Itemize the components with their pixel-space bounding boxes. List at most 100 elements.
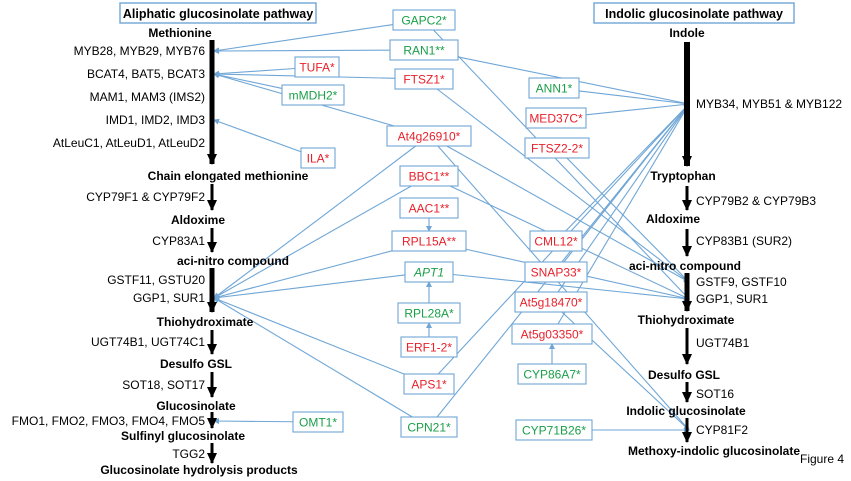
link-ann1-to-myb34 [578, 90, 690, 107]
gene-box-frame [397, 302, 461, 324]
aliphatic-ggp1: GGP1, SUR1 [133, 291, 205, 305]
gene-box-frame [514, 291, 588, 313]
gene-box-at4g26910: At4g26910* [386, 125, 472, 147]
gene-label-erf12: ERF1-2* [406, 341, 452, 355]
gene-box-frame [524, 261, 588, 283]
link-gapc2-to-ggp1_i [433, 29, 690, 300]
indolic-aldoxime: Aldoxime [646, 212, 700, 226]
link-at4g26910-to-cyp81f2 [437, 145, 690, 431]
gene-box-frame [511, 323, 593, 345]
gene-box-at5g18470: At5g18470* [514, 291, 588, 313]
gene-box-apt1: APT1 [404, 261, 454, 283]
aliphatic-hydrolysis: Glucosinolate hydrolysis products [100, 463, 298, 477]
link-bbc1-to-ggp1_a [213, 185, 412, 299]
gene-box-cpn21: CPN21* [400, 416, 458, 438]
aliphatic-myb: MYB28, MYB29, MYB76 [74, 44, 206, 58]
gene-box-cyp71b26: CYP71B26* [515, 419, 593, 441]
gene-box-mmdh2: mMDH2* [281, 84, 345, 106]
link-at5g18470-to-myb34 [557, 103, 690, 293]
gene-box-frame [524, 137, 590, 159]
gene-box-frame [528, 77, 580, 99]
indolic-ugt74b1: UGT74B1 [696, 336, 750, 350]
gene-label-ftsz22: FTSZ2-2* [531, 142, 583, 156]
indolic-desulfo: Desulfo GSL [648, 368, 720, 382]
aliphatic-tgg2: TGG2 [172, 447, 205, 461]
link-omt1-to-fmo [213, 418, 294, 425]
gene-label-cyp71b26: CYP71B26* [522, 424, 586, 438]
link-mmdh2-to-bcat [213, 72, 283, 89]
gene-box-frame [394, 68, 454, 90]
link-at4g26910-to-gstf9 [446, 145, 690, 283]
indolic-sot16: SOT16 [696, 387, 734, 401]
aliphatic-pathway-title-box [119, 2, 317, 24]
aliphatic-thiohydrox: Thiohydroximate [157, 315, 254, 329]
aliphatic-cyp79f: CYP79F1 & CYP79F2 [86, 190, 205, 204]
gene-box-ftsz22: FTSZ2-2* [524, 137, 590, 159]
gene-box-frame [389, 39, 459, 61]
aliphatic-gstf11: GSTF11, GSTU20 [107, 273, 205, 287]
gene-box-frame [392, 9, 456, 31]
gene-box-rpl28a: RPL28A* [397, 302, 461, 324]
gene-box-tufa: TUFA* [294, 56, 340, 78]
gene-box-frame [517, 363, 587, 385]
aliphatic-fmo: FMO1, FMO2, FMO3, FMO4, FMO5 [12, 414, 206, 428]
aliphatic-sot: SOT18, SOT17 [122, 378, 205, 392]
gene-label-gapc2: GAPC2* [401, 14, 447, 28]
link-cml12-to-myb34 [565, 103, 690, 232]
gene-box-frame [399, 165, 459, 187]
gene-label-ftsz1: FTSZ1* [403, 73, 445, 87]
gene-box-ran1: RAN1** [389, 39, 459, 61]
aliphatic-ugt: UGT74B1, UGT74C1 [91, 335, 205, 349]
gene-box-frame [403, 373, 455, 395]
gene-label-apt1: APT1 [413, 266, 444, 280]
figure-label: Figure 4 [800, 452, 844, 466]
gene-label-mmdh2: mMDH2* [289, 89, 338, 103]
gene-label-snap33: SNAP33* [531, 266, 582, 280]
aliphatic-desulfo: Desulfo GSL [160, 357, 232, 371]
gene-label-cyp86a7: CYP86A7* [523, 368, 581, 382]
pathway-spines [207, 40, 692, 464]
gene-box-frame [386, 125, 472, 147]
indolic-indole: Indole [669, 26, 705, 40]
indolic-acinitro: aci-nitro compound [629, 259, 741, 273]
gene-box-frame [515, 419, 593, 441]
aliphatic-cyp83a1: CYP83A1 [152, 234, 205, 248]
link-ila-to-imd [213, 118, 302, 153]
gene-label-ann1: ANN1* [536, 82, 573, 96]
gene-box-aac1: AAC1** [399, 197, 459, 219]
gene-box-bbc1: BBC1** [399, 165, 459, 187]
link-aps1-to-ggp1_a [213, 297, 405, 375]
link-med37c-to-myb34 [585, 101, 690, 116]
indolic-ggp1: GGP1, SUR1 [696, 292, 768, 306]
indolic-cyp83b1: CYP83B1 (SUR2) [696, 234, 792, 248]
aliphatic-pathway-title: Aliphatic glucosinolate pathway [123, 7, 313, 21]
gene-label-cml12: CML12* [534, 235, 578, 249]
gene-box-ila: ILA* [300, 147, 336, 169]
gene-label-rpl28a: RPL28A* [404, 307, 454, 321]
aliphatic-methionine: Methionine [148, 26, 212, 40]
aliphatic-imd: IMD1, IMD2, IMD3 [106, 113, 206, 127]
gene-box-ftsz1: FTSZ1* [394, 68, 454, 90]
gene-label-bbc1: BBC1** [409, 170, 450, 184]
gene-box-frame [292, 411, 344, 433]
gene-box-rpl15a: RPL15A** [391, 230, 467, 252]
gene-label-rpl15a: RPL15A** [402, 235, 456, 249]
link-apt1-to-ggp1_a [213, 274, 406, 301]
indolic-methoxy: Methoxy-indolic glucosinolate [628, 444, 800, 458]
gene-box-frame [300, 147, 336, 169]
indolic-pathway-title-box [593, 2, 795, 24]
indolic-tryptophan: Tryptophan [650, 169, 715, 183]
gene-label-aac1: AAC1** [409, 202, 450, 216]
gene-box-aps1: APS1* [403, 373, 455, 395]
gene-label-tufa: TUFA* [299, 61, 335, 75]
link-ran1-to-myb [213, 47, 391, 54]
gene-box-frame [400, 336, 458, 358]
aliphatic-sulfinyl: Sulfinyl glucosinolate [121, 429, 245, 443]
link-cpn21-to-myb34 [436, 103, 690, 418]
indolic-myb34: MYB34, MYB51 & MYB122 [696, 97, 842, 111]
gene-box-erf12: ERF1-2* [400, 336, 458, 358]
gene-box-at5g03350: At5g03350* [511, 323, 593, 345]
gene-box-med37c: MED37C* [525, 107, 587, 129]
gene-box-gapc2: GAPC2* [392, 9, 456, 31]
indolic-cyp81f2: CYP81F2 [696, 423, 748, 437]
